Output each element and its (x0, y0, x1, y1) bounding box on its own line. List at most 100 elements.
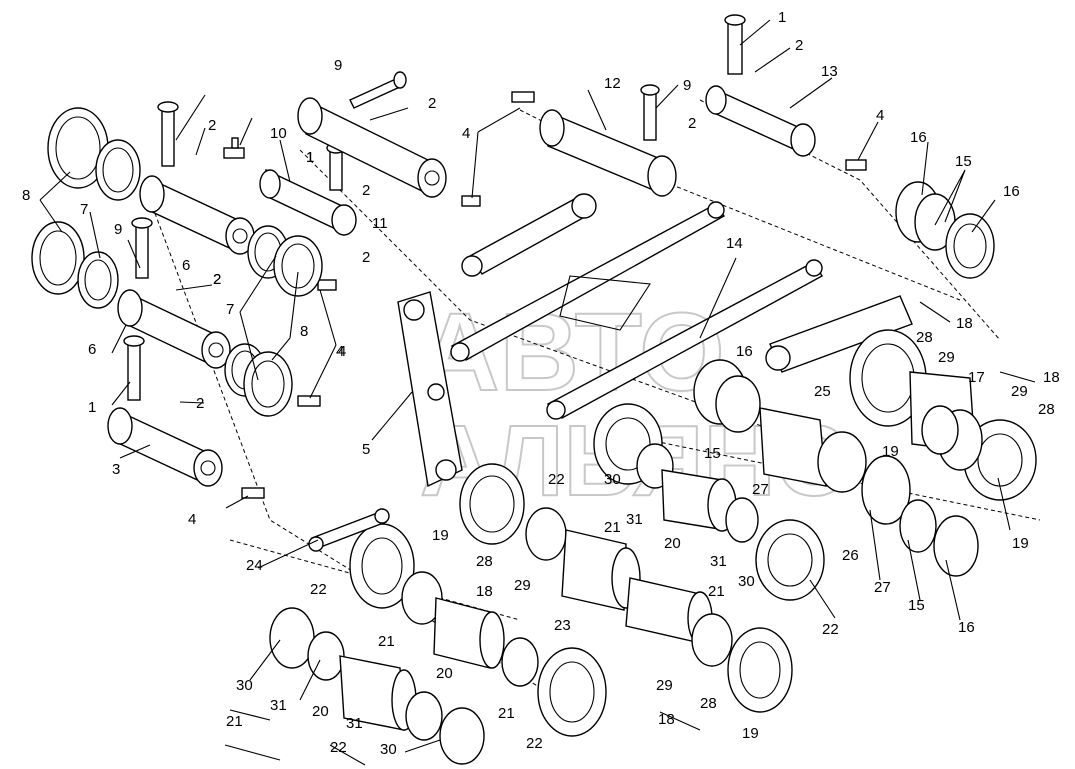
frame-14 (450, 201, 823, 420)
callout: 20 (436, 665, 453, 682)
callout: 15 (704, 445, 721, 462)
callout: 2 (795, 37, 803, 54)
callout: 1 (778, 9, 786, 26)
callout: 2 (213, 271, 221, 288)
callout: 23 (554, 617, 571, 634)
callout: 22 (310, 581, 327, 598)
bushing-group (107, 85, 816, 487)
callout: 16 (1003, 183, 1020, 200)
callout: 10 (270, 125, 287, 142)
grease-fitting (511, 91, 535, 103)
callout: 31 (626, 511, 643, 528)
callout: 2 (196, 395, 204, 412)
bushing (259, 168, 357, 236)
callout: 6 (88, 341, 96, 358)
grease-fitting (241, 487, 265, 499)
callout: 1 (306, 149, 314, 166)
callout: 2 (362, 249, 370, 266)
pin (640, 84, 660, 141)
callout: 21 (378, 633, 395, 650)
bushing (297, 97, 447, 198)
callout: 29 (938, 349, 955, 366)
pin (157, 101, 179, 167)
callout: 4 (338, 343, 346, 360)
callout: 12 (604, 75, 621, 92)
callout: 29 (1011, 383, 1028, 400)
callout: 25 (814, 383, 831, 400)
callout: 29 (514, 577, 531, 594)
pin (349, 71, 407, 109)
callout: 4 (876, 107, 884, 124)
callout: 22 (526, 735, 543, 752)
callout: 22 (330, 739, 347, 756)
callout: 30 (604, 471, 621, 488)
callout: 6 (182, 257, 190, 274)
grease-fitting (223, 137, 245, 159)
lower-left-bushing-stack (269, 463, 793, 765)
callout: 21 (708, 583, 725, 600)
callout: 31 (346, 715, 363, 732)
callout: 9 (683, 77, 691, 94)
callout: 19 (432, 527, 449, 544)
callout: 28 (916, 329, 933, 346)
pin (724, 14, 746, 75)
callout: 15 (955, 153, 972, 170)
bushing (705, 85, 816, 157)
callout: 2 (688, 115, 696, 132)
callout: 20 (312, 703, 329, 720)
bushing (539, 109, 677, 197)
callout: 31 (270, 697, 287, 714)
pin (131, 217, 153, 279)
callout: 18 (956, 315, 973, 332)
bushing (139, 175, 255, 255)
grease-fitting (845, 159, 867, 171)
callout: 31 (710, 553, 727, 570)
callout: 30 (380, 741, 397, 758)
callout: 7 (80, 201, 88, 218)
seal-ring-group-left (31, 107, 323, 417)
callout: 3 (112, 461, 120, 478)
callout: 9 (334, 57, 342, 74)
center-bushing-stack (593, 359, 979, 601)
callout: 27 (874, 579, 891, 596)
callout: 21 (604, 519, 621, 536)
callout: 16 (958, 619, 975, 636)
callout: 8 (300, 323, 308, 340)
callout: 28 (700, 695, 717, 712)
grease-fitting (297, 395, 321, 407)
callout: 2 (428, 95, 436, 112)
callout: 19 (742, 725, 759, 742)
callout: 21 (498, 705, 515, 722)
leader-lines (39, 19, 1036, 766)
grease-fitting (317, 279, 337, 291)
callout: 7 (226, 301, 234, 318)
link-arm (397, 291, 463, 488)
bushing (107, 407, 223, 487)
callout: 29 (656, 677, 673, 694)
pin-group (123, 14, 746, 401)
callout: 16 (736, 343, 753, 360)
callout: 13 (821, 63, 838, 80)
callout: 1 (88, 399, 96, 416)
callout: 17 (968, 369, 985, 386)
callout: 30 (738, 573, 755, 590)
callout: 22 (822, 621, 839, 638)
callout: 22 (548, 471, 565, 488)
callout: 14 (726, 235, 743, 252)
callout: 11 (372, 215, 388, 232)
callout: 19 (882, 443, 899, 460)
pin (123, 335, 145, 401)
callout: 2 (362, 182, 370, 199)
callout: 18 (1043, 369, 1060, 386)
right-hub-assembly (765, 181, 1037, 501)
callout: 16 (910, 129, 927, 146)
callout: 19 (1012, 535, 1029, 552)
callout: 2 (208, 117, 216, 134)
callout: 20 (664, 535, 681, 552)
callout: 18 (476, 583, 493, 600)
callout: 24 (246, 557, 263, 574)
callout: 30 (236, 677, 253, 694)
callout-labels: 1 2 9 2 4 10 1 2 11 2 12 9 2 1 2 13 4 8 … (22, 9, 1060, 758)
